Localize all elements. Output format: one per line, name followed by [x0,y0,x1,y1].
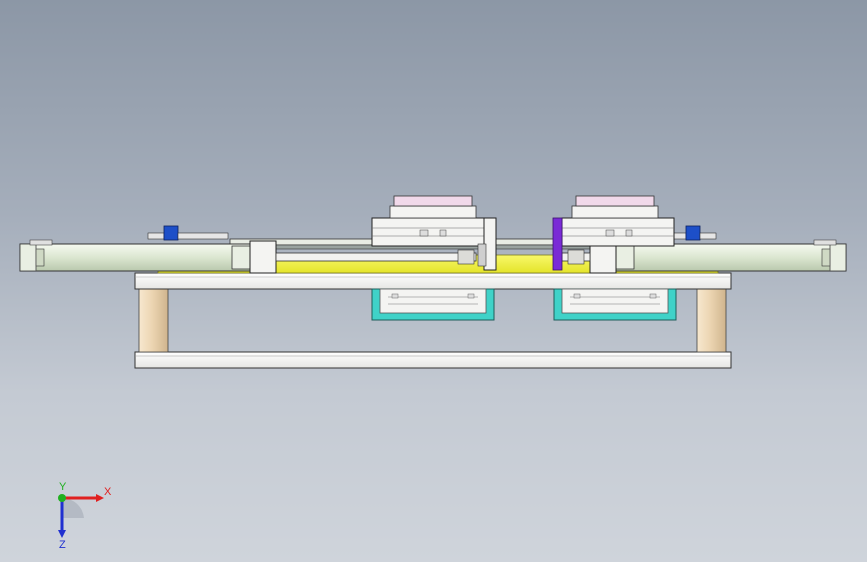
z-axis-arrowhead [58,530,66,538]
lower-bracket-right [553,288,677,321]
stopper-plate [552,217,563,271]
support-leg-left [138,288,169,353]
triad-shadow [62,497,84,518]
y-axis-label: Y [59,481,67,493]
base-plate [134,351,732,369]
x-axis-label: X [104,486,112,498]
lower-bracket-left [371,288,495,321]
top-plate [134,272,732,290]
cylinder-left [19,239,277,274]
x-axis-arrowhead [96,494,104,502]
gripper-left [371,195,497,271]
sensor-left [147,225,229,241]
y-axis-dot [58,494,66,502]
piston-rod-left [275,249,477,265]
z-axis-label: Z [59,539,66,550]
orientation-triad[interactable]: X Y Z [40,480,130,550]
support-leg-right [696,288,727,353]
gripper-right [561,195,675,247]
piston-rod-right [561,249,591,265]
